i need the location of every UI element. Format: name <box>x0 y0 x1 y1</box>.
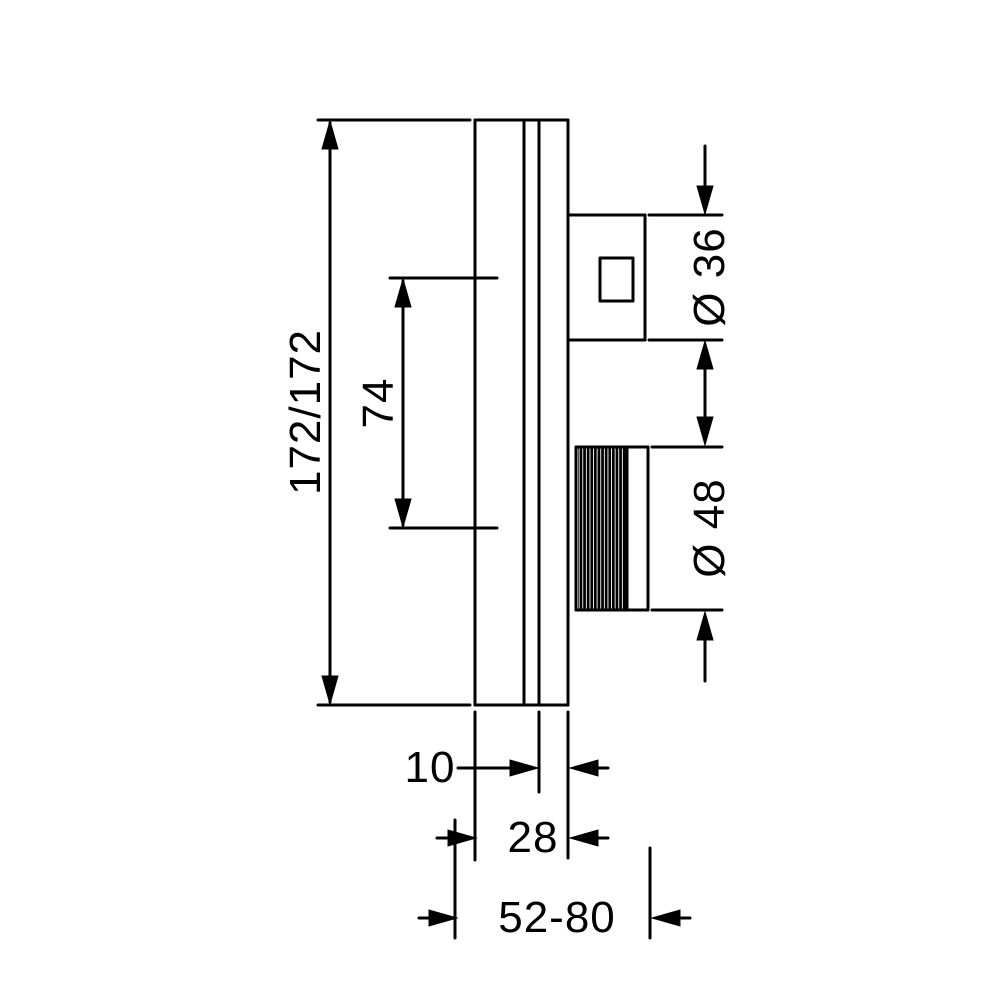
dimension-label-installation-depth: 52-80 <box>498 893 616 942</box>
arrowhead-up <box>696 339 714 370</box>
knurl-texture <box>578 448 626 609</box>
dimension-label-center-distance: 74 <box>354 378 403 429</box>
faceplate <box>473 118 570 707</box>
dimension-label-depth: 28 <box>508 813 559 862</box>
arrowhead-down <box>321 675 339 706</box>
arrowhead-left <box>568 829 599 847</box>
extension-lines <box>316 118 724 940</box>
dimension-handle-diameter: Ø 48 <box>685 375 734 683</box>
dimension-installation-depth: 52-80 <box>417 893 692 942</box>
dimension-spindle-diameter: Ø 36 <box>685 144 734 412</box>
dimension-label-spindle-diameter: Ø 36 <box>685 227 734 326</box>
arrowhead-down <box>696 416 714 447</box>
spindle-housing <box>566 213 647 342</box>
spindle-square-drive <box>598 256 635 303</box>
dimension-center-distance: 74 <box>354 277 412 529</box>
arrowhead-left <box>650 909 681 927</box>
arrowhead-up <box>321 119 339 150</box>
arrowhead-right <box>447 829 478 847</box>
arrowhead-up <box>394 277 412 308</box>
arrowhead-down <box>696 185 714 216</box>
dimension-label-plate-thickness: 10 <box>405 743 456 792</box>
dimension-label-handle-diameter: Ø 48 <box>685 478 734 577</box>
dimension-label-overall-size: 172/172 <box>281 329 330 495</box>
arrowhead-right <box>428 909 459 927</box>
arrowhead-down <box>394 498 412 529</box>
arrowhead-left <box>568 759 599 777</box>
knurled-handle <box>574 445 650 612</box>
dimension-overall-size: 172/172 <box>281 119 339 706</box>
arrowhead-up <box>696 610 714 641</box>
dimension-plate-thickness: 10 <box>405 743 610 792</box>
dimension-depth: 28 <box>435 813 610 862</box>
arrowhead-right <box>509 759 540 777</box>
